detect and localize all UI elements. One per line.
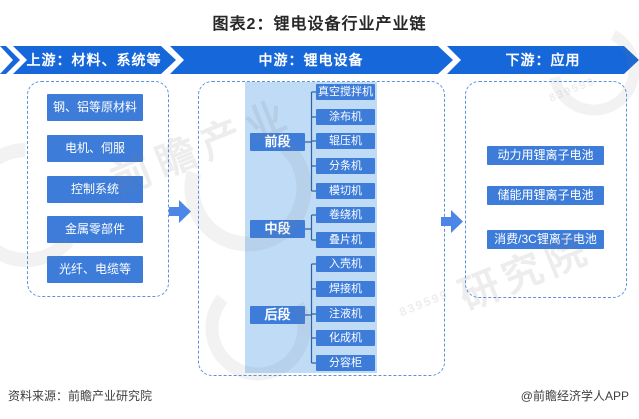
banner-ribbon (0, 46, 639, 74)
downstream-group-box (465, 81, 627, 298)
stage-label-front: 前段 (250, 133, 305, 151)
equipment-node: 真空搅拌机 (316, 84, 375, 100)
stage-label-middle: 中段 (250, 220, 305, 238)
equipment-node: 分容柜 (316, 355, 375, 371)
equipment-node: 涂布机 (316, 109, 375, 125)
chevron-right-icon (0, 46, 20, 74)
upstream-node: 金属零部件 (47, 216, 143, 243)
downstream-node: 储能用锂离子电池 (487, 186, 604, 205)
equipment-node: 辊压机 (316, 133, 375, 149)
equipment-node: 注液机 (316, 306, 375, 322)
midstream-banner-shape (170, 46, 453, 74)
downstream-node: 动力用锂离子电池 (487, 146, 604, 165)
banner-downstream-label: 下游：应用 (505, 52, 581, 68)
equipment-node: 焊接机 (316, 281, 375, 297)
downstream-banner-shape (447, 46, 639, 74)
upstream-banner-shape (13, 46, 176, 74)
stage-label-back: 后段 (250, 306, 305, 324)
equipment-node: 叠片机 (316, 232, 375, 248)
downstream-node: 消费/3C锂离子电池 (487, 230, 604, 249)
upstream-group-box (27, 81, 169, 297)
upstream-node: 光纤、电缆等 (47, 256, 143, 283)
banner-midstream-label: 中游：锂电设备 (258, 52, 364, 68)
source-note: 资料来源：前瞻产业研究院 (8, 389, 153, 403)
upstream-node: 电机、伺服 (47, 135, 143, 162)
equipment-node: 卷绕机 (316, 207, 375, 223)
upstream-node: 钢、铝等原材料 (47, 94, 143, 121)
flow-arrow-icon (169, 200, 191, 223)
banner-upstream-label: 上游：材料、系统等 (26, 52, 162, 68)
credit-note: @前瞻经济学人APP (520, 389, 629, 403)
upstream-node: 控制系统 (47, 176, 143, 203)
equipment-node: 分条机 (316, 158, 375, 174)
equipment-node: 化成机 (316, 330, 375, 346)
equipment-node: 模切机 (316, 183, 375, 199)
page-title: 图表2：锂电设备行业产业链 (212, 16, 427, 33)
equipment-node: 入壳机 (316, 256, 375, 272)
